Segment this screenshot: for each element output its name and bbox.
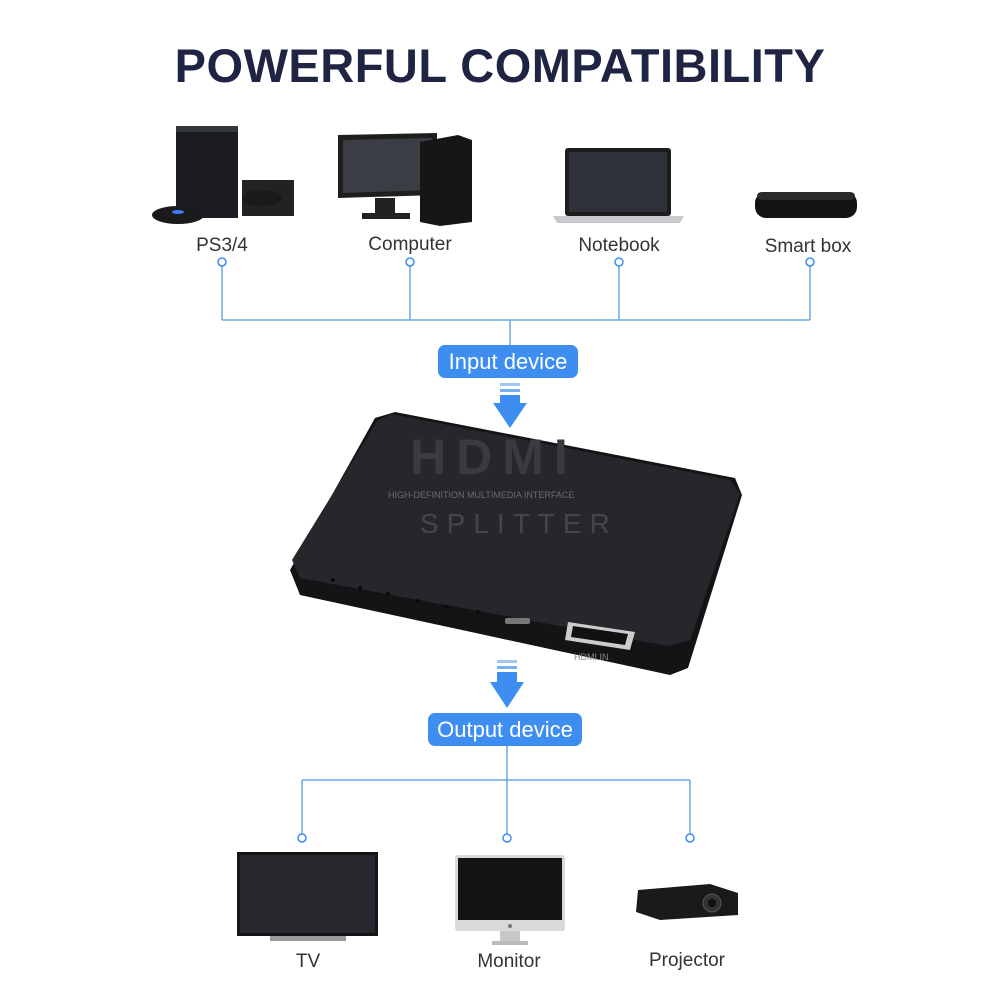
down-arrow-icon: [493, 383, 527, 428]
connector-dot: [297, 833, 307, 843]
desktop-computer-icon: [338, 133, 472, 226]
connector-dot: [217, 257, 227, 267]
connector-dot: [805, 257, 815, 267]
projector-icon: [636, 884, 738, 920]
tv-box-icon: [755, 192, 857, 218]
connector-dot: [614, 257, 624, 267]
splitter-logo: HDMI: [410, 429, 578, 485]
hdmi-splitter-device: [290, 412, 742, 675]
connector-dot: [685, 833, 695, 843]
page-title: POWERFUL COMPATIBILITY: [174, 39, 826, 92]
input-device-badge: Input device: [438, 345, 578, 378]
output-device-label: Projector: [648, 950, 726, 971]
input-device-label: Computer: [368, 234, 452, 255]
output-device-label: Monitor: [477, 951, 541, 972]
splitter-subtitle: HIGH-DEFINITION MULTIMEDIA INTERFACE: [388, 490, 575, 500]
splitter-name: SPLITTER: [420, 508, 618, 539]
output-device-label: TV: [295, 951, 321, 972]
input-device-label: Smart box: [764, 236, 852, 257]
monitor-icon: [455, 855, 565, 945]
game-console-icon: [152, 126, 294, 224]
tv-icon: [237, 852, 378, 941]
input-device-label: Notebook: [578, 235, 660, 256]
down-arrow-icon: [490, 660, 524, 708]
output-device-badge: Output device: [428, 713, 582, 746]
laptop-icon: [553, 148, 684, 223]
connector-dot: [405, 257, 415, 267]
input-device-label: PS3/4: [196, 235, 248, 256]
connector-dot: [502, 833, 512, 843]
hdmi-in-label: HDMI IN: [574, 652, 609, 662]
